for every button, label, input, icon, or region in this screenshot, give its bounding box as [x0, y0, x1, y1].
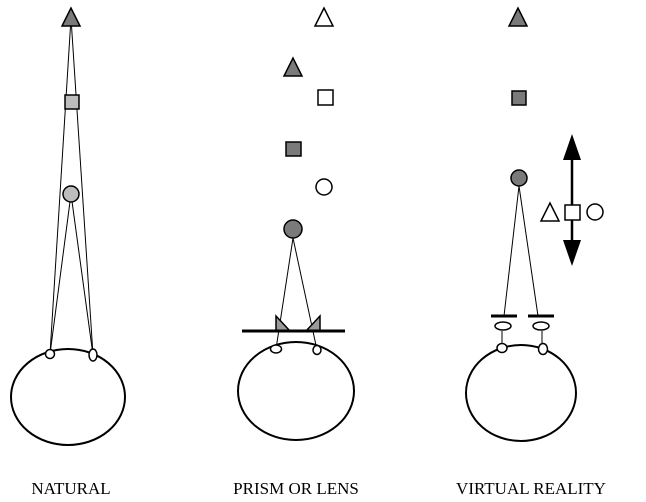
eyeball — [237, 341, 355, 441]
triangle-icon — [539, 201, 561, 222]
eyeball — [10, 348, 126, 446]
caption-vr: VIRTUAL REALITY — [456, 479, 606, 498]
circle-icon — [62, 185, 80, 203]
pupil-left — [496, 342, 508, 354]
pupil-right — [537, 342, 549, 356]
square-icon — [285, 141, 302, 157]
circle-icon — [283, 219, 303, 239]
circle-icon — [510, 169, 528, 187]
square-icon — [64, 94, 80, 110]
triangle-icon — [60, 6, 82, 27]
triangle-icon — [313, 6, 335, 27]
square-icon — [511, 90, 527, 106]
circle-icon — [315, 178, 333, 196]
square-icon — [564, 204, 581, 221]
panel-prism — [237, 6, 355, 441]
pupil-right — [312, 344, 322, 356]
pupil-left — [269, 344, 283, 354]
sight-lines — [275, 237, 318, 351]
circle-icon — [586, 203, 604, 221]
sight-lines — [49, 17, 94, 356]
pupil-left — [44, 348, 56, 360]
panel-vr — [465, 6, 604, 442]
square-icon — [317, 89, 334, 106]
caption-natural: NATURAL — [31, 479, 110, 498]
lens-right — [532, 321, 550, 331]
double-arrow-icon — [563, 134, 581, 266]
triangle-icon — [507, 6, 529, 27]
sight-lines — [501, 185, 543, 343]
pupil-right — [88, 348, 98, 362]
prism-right — [304, 314, 321, 332]
triangle-icon — [282, 56, 304, 77]
prism-left — [275, 314, 292, 332]
caption-prism: PRISM OR LENS — [233, 479, 359, 498]
eyeball — [465, 344, 577, 442]
panel-natural — [10, 6, 126, 446]
lens-left — [494, 321, 512, 331]
